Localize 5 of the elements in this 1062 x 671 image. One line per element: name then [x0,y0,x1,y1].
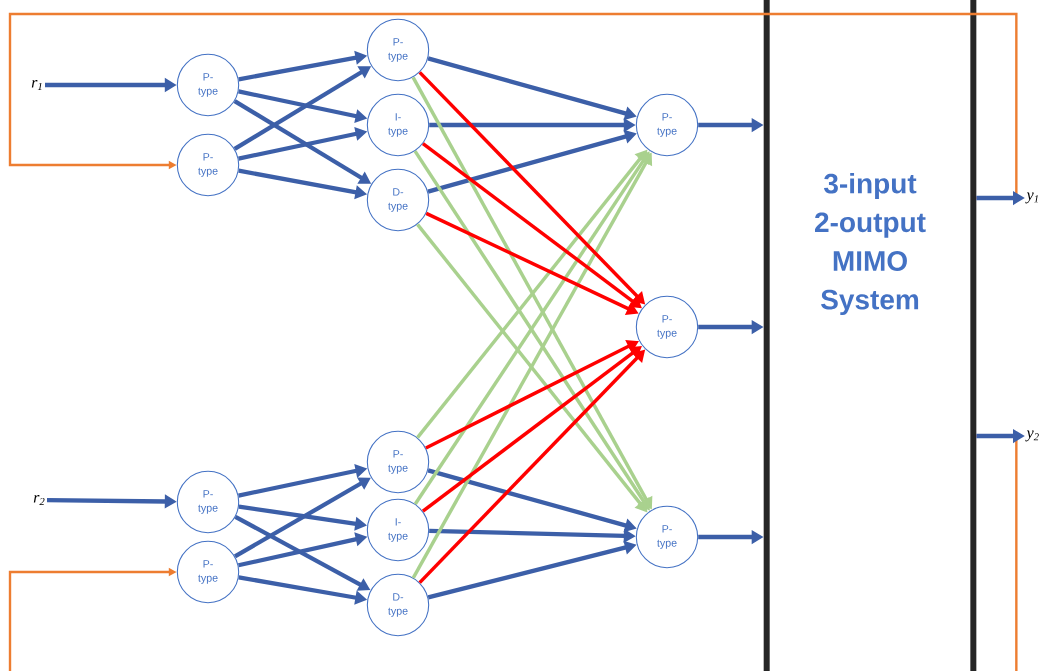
signal-label: y$_{1}$ [1025,192,1038,204]
signal-label: r$_{2}$ [33,495,45,505]
system-box: 3-input 2-output MIMO System [763,0,977,671]
signal-label: y$_{2}$ [1025,430,1039,442]
signal-label: r$_{1}$ [31,80,42,90]
